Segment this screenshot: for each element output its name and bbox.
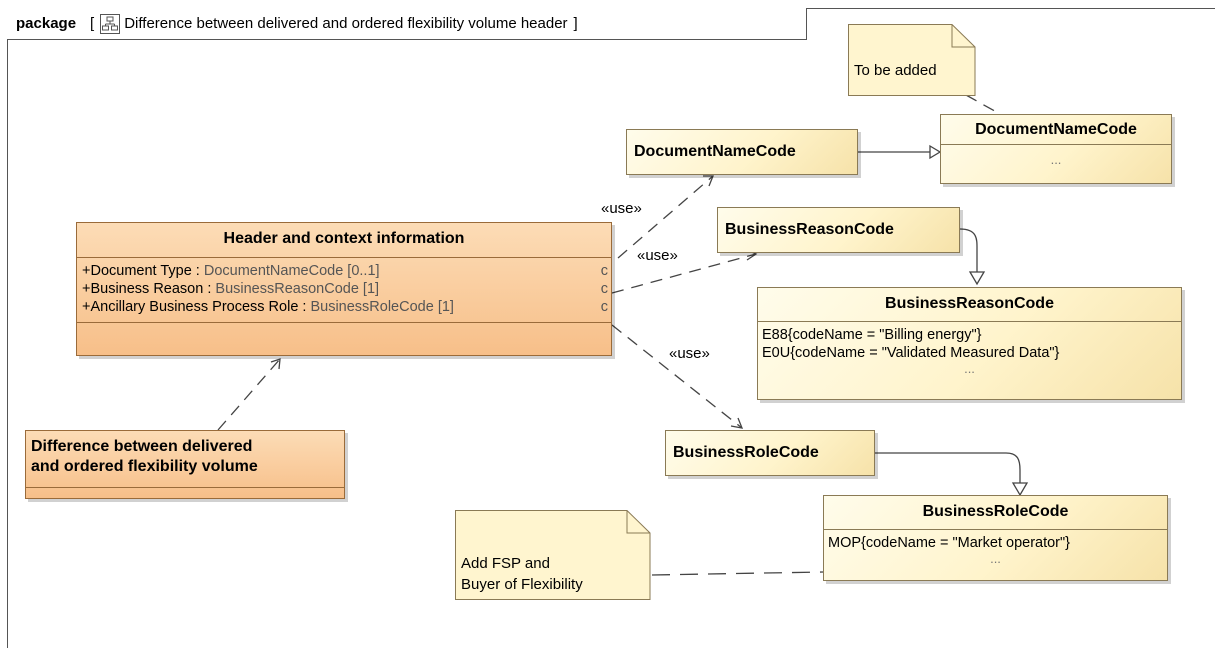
note-to-be-added[interactable]: To be added xyxy=(848,24,976,96)
attribute-type: DocumentNameCode [0..1] xyxy=(203,263,380,279)
use-dependency-document-name xyxy=(617,175,714,259)
class-title-line2: and ordered flexibility volume xyxy=(31,458,258,475)
enum-literal: MOP{codeName = "Market operator"} xyxy=(828,535,1071,551)
class-title: Difference between delivered and ordered… xyxy=(26,431,344,477)
separator xyxy=(26,487,344,488)
use-dependency-business-reason xyxy=(611,253,757,294)
enum-literal: E0U{codeName = "Validated Measured Data"… xyxy=(762,345,1060,361)
enum-ellipsis: ... xyxy=(964,361,975,376)
enum-title: DocumentNameCode xyxy=(975,121,1137,138)
class-flexibility-volume-difference[interactable]: Difference between delivered and ordered… xyxy=(25,430,345,499)
separator xyxy=(758,321,1181,322)
class-name: DocumentNameCode xyxy=(634,143,796,160)
attribute-end: c xyxy=(600,299,608,315)
use-label: «use» xyxy=(600,200,643,217)
class-document-name-code[interactable]: DocumentNameCode xyxy=(626,129,858,175)
note-anchor-to-be-added xyxy=(965,94,1001,115)
arrowhead-open xyxy=(270,358,281,370)
class-title: Header and context information xyxy=(223,230,465,247)
class-name: BusinessReasonCode xyxy=(725,221,894,238)
use-label: «use» xyxy=(636,247,679,264)
enum-ellipsis: ... xyxy=(990,551,1001,566)
enum-business-reason-code[interactable]: BusinessReasonCode E88{codeName = "Billi… xyxy=(757,287,1182,400)
connectors-layer xyxy=(217,94,1029,576)
arrowhead-open xyxy=(730,417,744,429)
note-text-line1: Add FSP and xyxy=(461,555,550,572)
frame-bracket-open: [ xyxy=(90,15,95,32)
triangle-head xyxy=(1011,482,1029,497)
enum-literal: E88{codeName = "Billing energy"} xyxy=(762,327,982,343)
class-name: BusinessRoleCode xyxy=(673,444,819,461)
separator xyxy=(941,144,1171,145)
attribute-name: +Business Reason : xyxy=(82,281,216,297)
triangle-head xyxy=(929,144,942,160)
use-label: «use» xyxy=(668,345,711,362)
enum-document-name-code[interactable]: DocumentNameCode ... xyxy=(940,114,1172,184)
note-add-fsp[interactable]: Add FSP and Buyer of Flexibility xyxy=(455,510,651,600)
attribute-row[interactable]: +Ancillary Business Process Role : Busin… xyxy=(82,298,608,316)
frame-keyword: package xyxy=(16,15,77,32)
separator xyxy=(77,257,611,258)
frame-bracket-close: ] xyxy=(573,15,578,32)
enum-literals: E88{codeName = "Billing energy"} E0U{cod… xyxy=(758,322,1181,379)
class-header-context-information[interactable]: Header and context information +Document… xyxy=(76,222,612,356)
enum-title: BusinessReasonCode xyxy=(885,295,1054,312)
enum-literals: MOP{codeName = "Market operator"} ... xyxy=(824,530,1167,569)
use-dependency-flex-header xyxy=(217,358,281,431)
diagram-frame-tab: package [ Difference between delivered a… xyxy=(7,8,807,40)
class-business-reason-code[interactable]: BusinessReasonCode xyxy=(717,207,960,253)
generalization-business-reason xyxy=(959,228,978,272)
note-text: To be added xyxy=(854,62,937,79)
generalization-business-role xyxy=(875,452,1021,483)
use-dependency-business-role xyxy=(611,324,743,429)
attribute-name: +Document Type : xyxy=(82,263,204,279)
triangle-head xyxy=(968,271,986,286)
attribute-end: c xyxy=(600,263,608,279)
enum-business-role-code[interactable]: BusinessRoleCode MOP{codeName = "Market … xyxy=(823,495,1168,581)
enum-ellipsis: ... xyxy=(1050,152,1062,167)
class-attributes: +Document Type : DocumentNameCode [0..1]… xyxy=(77,258,611,322)
class-business-role-code[interactable]: BusinessRoleCode xyxy=(665,430,875,476)
attribute-row[interactable]: +Document Type : DocumentNameCode [0..1]… xyxy=(82,262,608,280)
diagram-icon xyxy=(100,13,121,34)
arrowhead-open xyxy=(703,175,714,187)
separator xyxy=(77,322,611,323)
note-shape xyxy=(848,24,976,96)
attribute-type: BusinessReasonCode [1] xyxy=(215,281,380,297)
enum-title: BusinessRoleCode xyxy=(922,503,1069,520)
class-title-line1: Difference between delivered xyxy=(31,438,253,455)
note-text-line2: Buyer of Flexibility xyxy=(461,576,583,593)
attribute-type: BusinessRoleCode [1] xyxy=(310,299,454,315)
note-shape xyxy=(455,510,651,600)
attribute-end: c xyxy=(600,281,608,297)
separator xyxy=(824,529,1167,530)
note-anchor-fsp xyxy=(651,571,824,576)
frame-title: Difference between delivered and ordered… xyxy=(124,15,568,32)
attribute-row[interactable]: +Business Reason : BusinessReasonCode [1… xyxy=(82,280,608,298)
attribute-name: +Ancillary Business Process Role : xyxy=(82,299,311,315)
